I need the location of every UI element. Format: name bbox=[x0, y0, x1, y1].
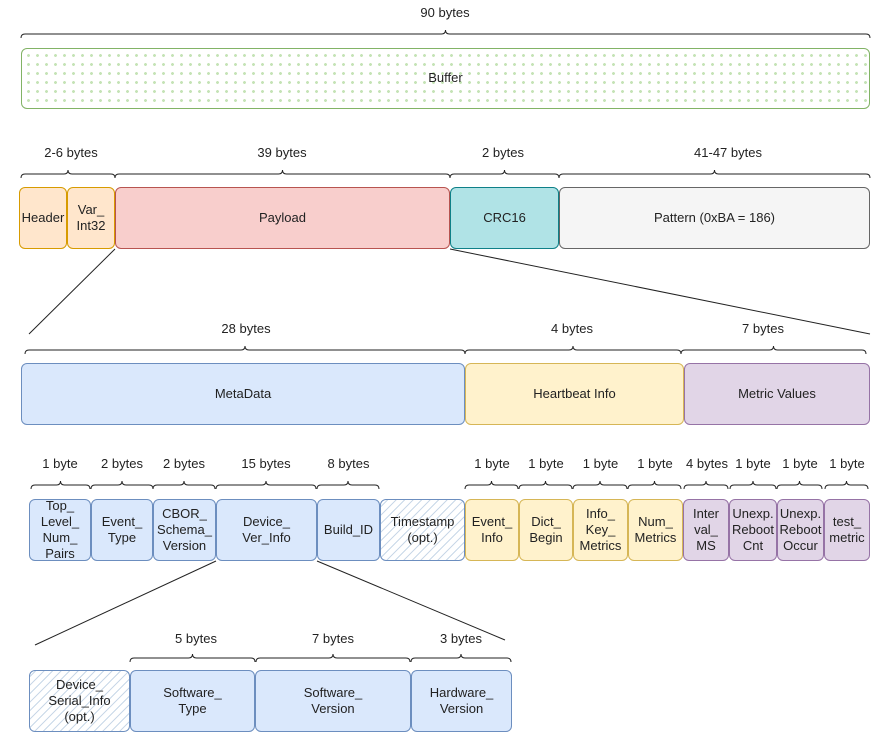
dict-begin-box: Dict_ Begin bbox=[519, 499, 573, 561]
header-box: Header bbox=[19, 187, 67, 249]
brace-pattern bbox=[558, 169, 871, 179]
build-id-box: Build_ID bbox=[317, 499, 380, 561]
buffer-box: Buffer bbox=[21, 48, 870, 109]
event-info-box: Event_ Info bbox=[465, 499, 519, 561]
brace-crc bbox=[449, 169, 560, 179]
num-metrics-box: Num_ Metrics bbox=[628, 499, 683, 561]
size-label-hw-version: 3 bytes bbox=[440, 631, 482, 646]
brace-dict-begin bbox=[518, 480, 573, 490]
brace-test-metric bbox=[824, 480, 869, 490]
size-label-top-level: 1 byte bbox=[42, 456, 78, 471]
test-metric-box: test_ metric bbox=[824, 499, 870, 561]
size-label-dict-begin: 1 byte bbox=[528, 456, 564, 471]
size-label-interval: 4 bytes bbox=[686, 456, 728, 471]
size-label-event-info: 1 byte bbox=[474, 456, 510, 471]
size-label-cbor: 2 bytes bbox=[163, 456, 205, 471]
cbor-schema-version-box: CBOR_ Schema_ Version bbox=[153, 499, 216, 561]
size-label-sw-version: 7 bytes bbox=[312, 631, 354, 646]
brace-hw-version bbox=[410, 653, 512, 663]
size-label-metadata: 28 bytes bbox=[221, 321, 271, 336]
brace-num-metrics bbox=[627, 480, 682, 490]
zoom-line-payload-left bbox=[28, 248, 116, 335]
brace-event-type bbox=[90, 480, 154, 490]
size-label-crc: 2 bytes bbox=[482, 145, 524, 160]
pattern-box: Pattern (0xBA = 186) bbox=[559, 187, 870, 249]
size-label-num-metrics: 1 byte bbox=[637, 456, 673, 471]
brace-build-id bbox=[316, 480, 380, 490]
size-label-sw-type: 5 bytes bbox=[175, 631, 217, 646]
size-label-pattern: 41-47 bytes bbox=[694, 145, 762, 160]
brace-unexp-occur bbox=[776, 480, 823, 490]
interval-ms-box: Inter val_ MS bbox=[683, 499, 729, 561]
varint-box: Var_ Int32 bbox=[67, 187, 115, 249]
brace-sw-type bbox=[129, 653, 256, 663]
device-serial-info-box: Device_ Serial_Info (opt.) bbox=[29, 670, 130, 732]
brace-heartbeat bbox=[464, 345, 682, 355]
crc16-box: CRC16 bbox=[450, 187, 559, 249]
size-label-device-ver: 15 bytes bbox=[241, 456, 291, 471]
zoom-line-payload-right bbox=[449, 248, 871, 335]
metric-values-box: Metric Values bbox=[684, 363, 870, 425]
size-label-heartbeat: 4 bytes bbox=[551, 321, 593, 336]
brace-metadata bbox=[24, 345, 466, 355]
software-type-box: Software_ Type bbox=[130, 670, 255, 732]
top-level-num-pairs-box: Top_ Level_ Num_ Pairs bbox=[29, 498, 91, 561]
brace-cbor bbox=[152, 480, 216, 490]
brace-unexp-cnt bbox=[729, 480, 777, 490]
size-label-event-type: 2 bytes bbox=[101, 456, 143, 471]
metadata-box: MetaData bbox=[21, 363, 465, 425]
hardware-version-box: Hardware_ Version bbox=[411, 670, 512, 732]
size-label-build-id: 8 bytes bbox=[327, 456, 370, 471]
info-key-metrics-box: Info_ Key_ Metrics bbox=[573, 499, 628, 561]
size-label-unexp-occur: 1 byte bbox=[782, 456, 818, 471]
brace-header-varint bbox=[20, 169, 116, 179]
zoom-line-device-ver-left bbox=[34, 560, 217, 646]
brace-device-ver bbox=[215, 480, 317, 490]
brace-top-level bbox=[30, 480, 91, 490]
brace-buffer bbox=[20, 29, 871, 39]
size-label-info-key: 1 byte bbox=[582, 456, 619, 471]
payload-box: Payload bbox=[115, 187, 450, 249]
size-label-payload: 39 bytes bbox=[257, 145, 307, 160]
unexp-reboot-occur-box: Unexp. Reboot Occur bbox=[777, 499, 824, 561]
event-type-box: Event_ Type bbox=[91, 499, 153, 561]
size-label-unexp-cnt: 1 byte bbox=[735, 456, 771, 471]
zoom-line-device-ver-right bbox=[316, 560, 506, 641]
brace-payload bbox=[114, 169, 451, 179]
software-version-box: Software_ Version bbox=[255, 670, 411, 732]
size-label-test-metric: 1 byte bbox=[829, 456, 865, 471]
heartbeat-info-box: Heartbeat Info bbox=[465, 363, 684, 425]
brace-event-info bbox=[464, 480, 519, 490]
brace-metrics bbox=[680, 345, 867, 355]
size-label-buffer: 90 bytes bbox=[420, 5, 470, 20]
size-label-header-varint: 2-6 bytes bbox=[44, 145, 98, 160]
unexp-reboot-cnt-box: Unexp. Reboot Cnt bbox=[729, 499, 777, 561]
brace-sw-version bbox=[255, 653, 411, 663]
device-ver-info-box: Device_ Ver_Info bbox=[216, 499, 317, 561]
timestamp-box: Timestamp (opt.) bbox=[380, 499, 465, 561]
brace-interval bbox=[683, 480, 729, 490]
size-label-metrics: 7 bytes bbox=[742, 321, 784, 336]
brace-info-key bbox=[572, 480, 628, 490]
